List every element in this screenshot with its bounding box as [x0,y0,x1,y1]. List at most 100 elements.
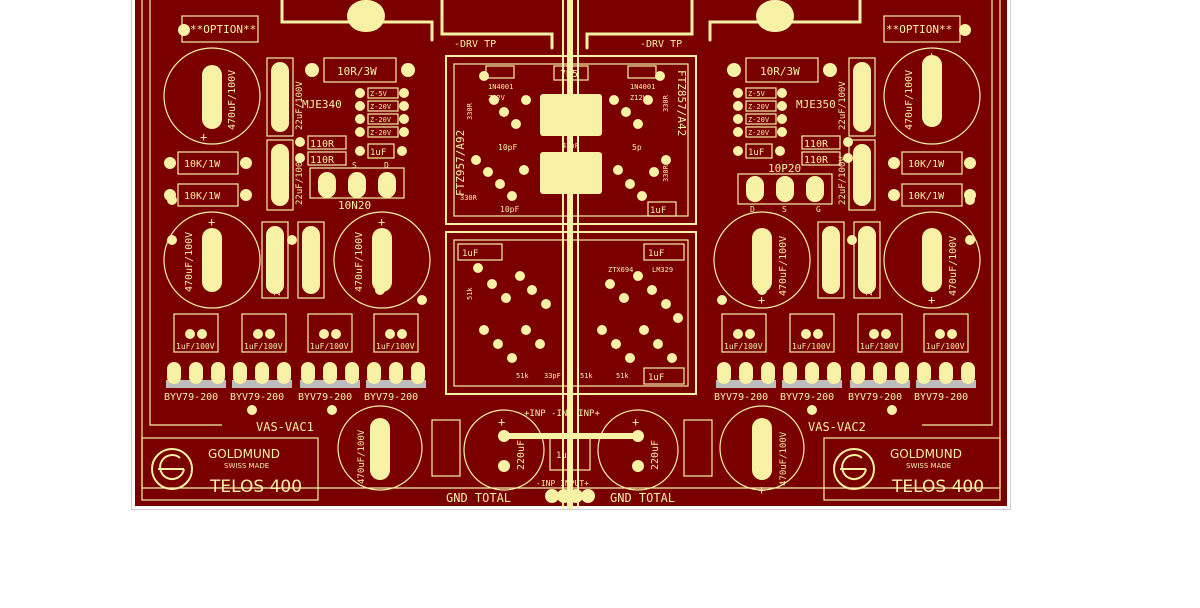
polarity-plus: + [200,130,207,144]
via-pad [633,271,643,281]
cap-value: 22uF/100V [295,156,305,205]
electrolytic-cap-bottom-right: 470uF/100V + [719,405,805,497]
resistor-value: 7R5 [560,69,578,80]
diode-pad [345,362,359,384]
cap-value: 470uF/100V [354,232,365,292]
via-pad [625,353,635,363]
mosfet-label: 10P20 [768,162,801,175]
via-pad [499,107,509,117]
electrolytic-cap-mid-left-a: 470uF/100V + [163,211,261,309]
vas-vac1-label: VAS-VAC1 [256,420,314,434]
via-pad [611,339,621,349]
pin-label: S [352,161,357,170]
gnd-total-left: GND TOTAL [446,491,511,505]
via-pad [661,299,671,309]
electrolytic-cap-mid-right-a: 470uF/100V + [713,211,811,309]
mje340-label: MJE340 [302,98,342,111]
film-cap-row: 1uF/100V 1uF/100V 1uF/100V 1uF/100V 1uF/100V… [173,313,969,353]
cap-value: 22uF/100V [865,252,874,296]
via-pad [479,71,489,81]
ic-label: LM329 [652,266,673,274]
diode-label: BYV79-200 [780,392,834,403]
diode-pad [717,362,731,384]
polarity-plus: + [632,415,639,429]
input-label: -INP INPUT+ [536,479,589,488]
via-pad [667,353,677,363]
byv-labels: BYV79-200 BYV79-200 BYV79-200 BYV79-200 … [164,392,968,403]
film-cap-1uf-100v: 1uF/100V [721,313,767,353]
via-pad [541,299,551,309]
zener-value: Z-20V [370,103,392,111]
diode-label: BYV79-200 [364,392,418,403]
polarity-plus: + [498,415,505,429]
diode-pad [233,362,247,384]
diode-pad [255,362,269,384]
diode-pad [277,362,291,384]
polarity-plus: + [758,483,765,497]
cap-22uf-pair-right: 22uF/100V [817,221,881,299]
diode-pad [167,362,181,384]
pcb-layout: **OPTION** **OPTION** -DRV TP -DRV TP 47… [135,0,1007,509]
electrolytic-cap-mid-left-b: 470uF/100V + [333,211,431,309]
diode-pad [323,362,337,384]
via-pad [653,339,663,349]
brand-sub: SWISS MADE [906,462,951,470]
diode-label: BYV79-200 [298,392,352,403]
pin-label: G [816,205,821,214]
via-pad [417,295,427,305]
resistor-value: 10K/1W [908,191,945,202]
via-pad [613,165,623,175]
cap-value: 5p [632,143,642,152]
resistor-value: 10K/1W [184,191,221,202]
via-pad [597,325,607,335]
top-left-power-pad [347,0,385,32]
cap-value: 1uF/100V [792,342,831,351]
via-pad [178,24,190,36]
gnd-total-right: GND TOTAL [610,491,675,505]
resistor-10r3w-right: 10R/3W [727,57,837,83]
via-pad [527,285,537,295]
pcb-board-frame: **OPTION** **OPTION** -DRV TP -DRV TP 47… [132,0,1010,509]
via-pad [471,155,481,165]
goldmund-logo-right: GOLDMUND SWISS MADE TELOS 400 [823,437,1001,501]
via-pad [519,165,529,175]
zener-value: Z-5V [748,90,766,98]
via-pad [847,235,857,245]
cap-value: 10pF [498,143,517,152]
model-name: TELOS 400 [209,477,302,497]
resistor-value: 10R/3W [760,65,800,78]
via-pad [965,235,975,245]
brand-sub: SWISS MADE [224,462,269,470]
cap-value: 470uF/100V [904,70,915,130]
resistor-value: 51k [580,372,593,380]
cap-value: 47nF [562,142,579,150]
transistor-label: ZTX694 [608,266,633,274]
option-label-left: **OPTION** [190,23,256,36]
film-cap-1uf-100v: 1uF/100V [173,313,219,353]
diode-pad [783,362,797,384]
cap-value: 1uF [748,148,764,158]
diode-pad-row [167,362,975,384]
cap-value: 33pF [544,372,561,380]
input-connector: +INP -INP INP+ 1uF -INP INPUT+ [501,409,641,503]
cap-value: 1uF/100V [724,342,763,351]
cap-value: 470uF/100V [357,429,367,484]
cap-value: 220uF [516,440,527,470]
zener-value: Z-20V [748,103,770,111]
cap-value: 22uF/100V [838,156,848,205]
polarity-plus: + [928,293,935,307]
diode-pad [739,362,753,384]
resistor-10r3w-left: 10R/3W [305,57,415,83]
via-pad [757,285,767,295]
via-pad [507,191,517,201]
cap-value: 1uF/100V [244,342,283,351]
diode-label: BYV79-200 [914,392,968,403]
resistor-value: 10K/1W [184,159,221,170]
diode-pad [961,362,975,384]
via-pad [637,191,647,201]
via-pad [287,235,297,245]
film-cap-1uf-100v: 1uF/100V [923,313,969,353]
vas-stage-block: 1uF 1uF ZTX694 LM329 51k 51k 51k 51k 33p… [445,231,697,395]
brand-name: GOLDMUND [890,447,962,461]
diode-label: BYV79-200 [714,392,768,403]
